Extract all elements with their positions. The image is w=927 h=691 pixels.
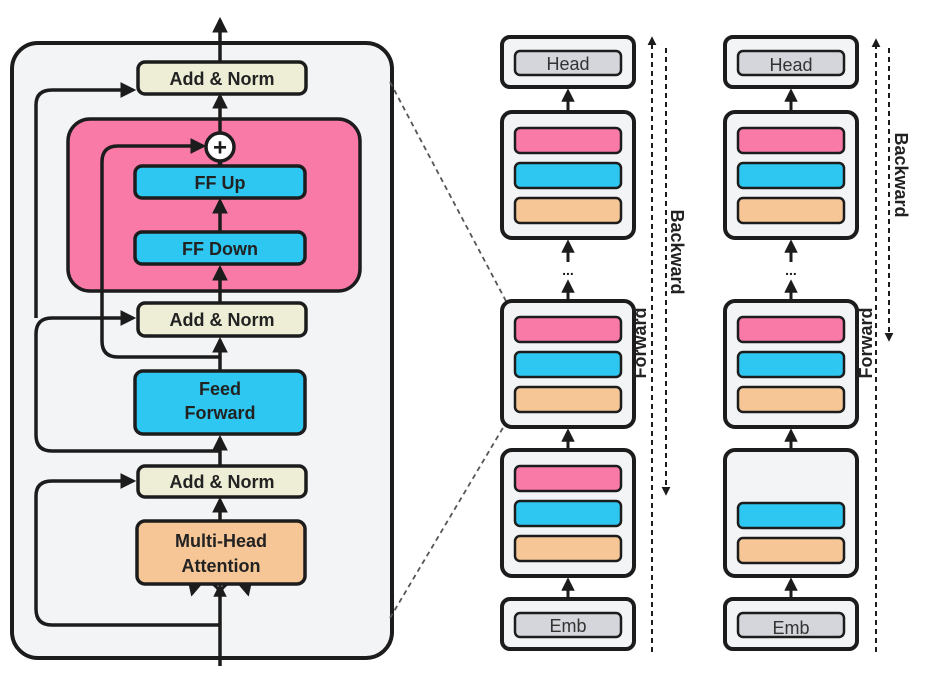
stack-left-emb-box bbox=[513, 611, 623, 639]
stack-right-layer-2-ffn bbox=[736, 501, 846, 530]
residual-to-mid-addnorm bbox=[34, 310, 220, 453]
stack-right-ellipsis: ... bbox=[785, 262, 797, 278]
feed-forward-label-line1: Feed bbox=[199, 379, 241, 399]
stack-left-layer-4-ffn bbox=[513, 161, 623, 190]
stack-left-layer-3-attention bbox=[513, 385, 623, 414]
ff-down-box bbox=[133, 230, 307, 266]
stack-left-backward-label: Backward bbox=[667, 209, 687, 294]
add-norm-bottom-box bbox=[136, 464, 308, 499]
stack-right-layer-3-ffn bbox=[736, 350, 846, 379]
stack-right-layer-4-adapter bbox=[736, 126, 846, 155]
stack-left-layer-2-adapter bbox=[513, 464, 623, 493]
stack-left-layer-3-ffn bbox=[513, 350, 623, 379]
add-norm-bottom-label: Add & Norm bbox=[170, 472, 275, 492]
ff-up-label: FF Up bbox=[195, 173, 246, 193]
stack-left-layer-3-adapter bbox=[513, 315, 623, 344]
stack-right-head-box bbox=[736, 49, 846, 77]
stack-right-emb-label: Emb bbox=[772, 618, 809, 638]
adapter-skip-connection bbox=[100, 138, 220, 359]
stack-left-layer-4-adapter bbox=[513, 126, 623, 155]
feed-forward-box bbox=[133, 369, 307, 436]
stack-right-layer-2-attention bbox=[736, 536, 846, 565]
stack-left-ellipsis: ... bbox=[562, 262, 574, 278]
ff-up-box bbox=[133, 164, 307, 200]
attention-label-line2: Attention bbox=[182, 556, 261, 576]
zoom-connector-top bbox=[389, 81, 508, 304]
stack-left-head-label: Head bbox=[546, 54, 589, 74]
stack-right-layer-4-ffn bbox=[736, 161, 846, 190]
feed-forward-label-line2: Forward bbox=[184, 403, 255, 423]
stack-left-emb-label: Emb bbox=[549, 616, 586, 636]
attention-label-line1: Multi-Head bbox=[175, 531, 267, 551]
stack-right-layer-4-attention bbox=[736, 196, 846, 225]
stack-right-emb-box bbox=[736, 611, 846, 639]
stack-right-forward-label: Forward bbox=[856, 307, 876, 378]
add-norm-top-label: Add & Norm bbox=[170, 69, 275, 89]
stack-left-forward-label: Forward bbox=[630, 307, 650, 378]
multi-head-attention-box bbox=[135, 519, 307, 586]
stack-right-layer-3-attention bbox=[736, 385, 846, 414]
ff-down-label: FF Down bbox=[182, 239, 258, 259]
add-norm-top-box bbox=[136, 60, 308, 96]
add-norm-mid-box bbox=[136, 301, 308, 338]
stack-left-layer-2-ffn bbox=[513, 499, 623, 528]
add-norm-mid-label: Add & Norm bbox=[170, 310, 275, 330]
stack-right-layer-3-adapter bbox=[736, 315, 846, 344]
residual-to-bottom-addnorm bbox=[34, 473, 220, 627]
residual-to-top-addnorm bbox=[34, 82, 137, 318]
stack-right-backward-label: Backward bbox=[891, 132, 911, 217]
stack-right-head-label: Head bbox=[769, 55, 812, 75]
stack-left-head-box bbox=[513, 49, 623, 77]
plus-symbol: + bbox=[213, 135, 227, 162]
stack-left-layer-4-attention bbox=[513, 196, 623, 225]
plus-node bbox=[204, 131, 236, 163]
stack-left-layer-2-attention bbox=[513, 534, 623, 563]
zoom-connector-bottom bbox=[389, 420, 508, 619]
